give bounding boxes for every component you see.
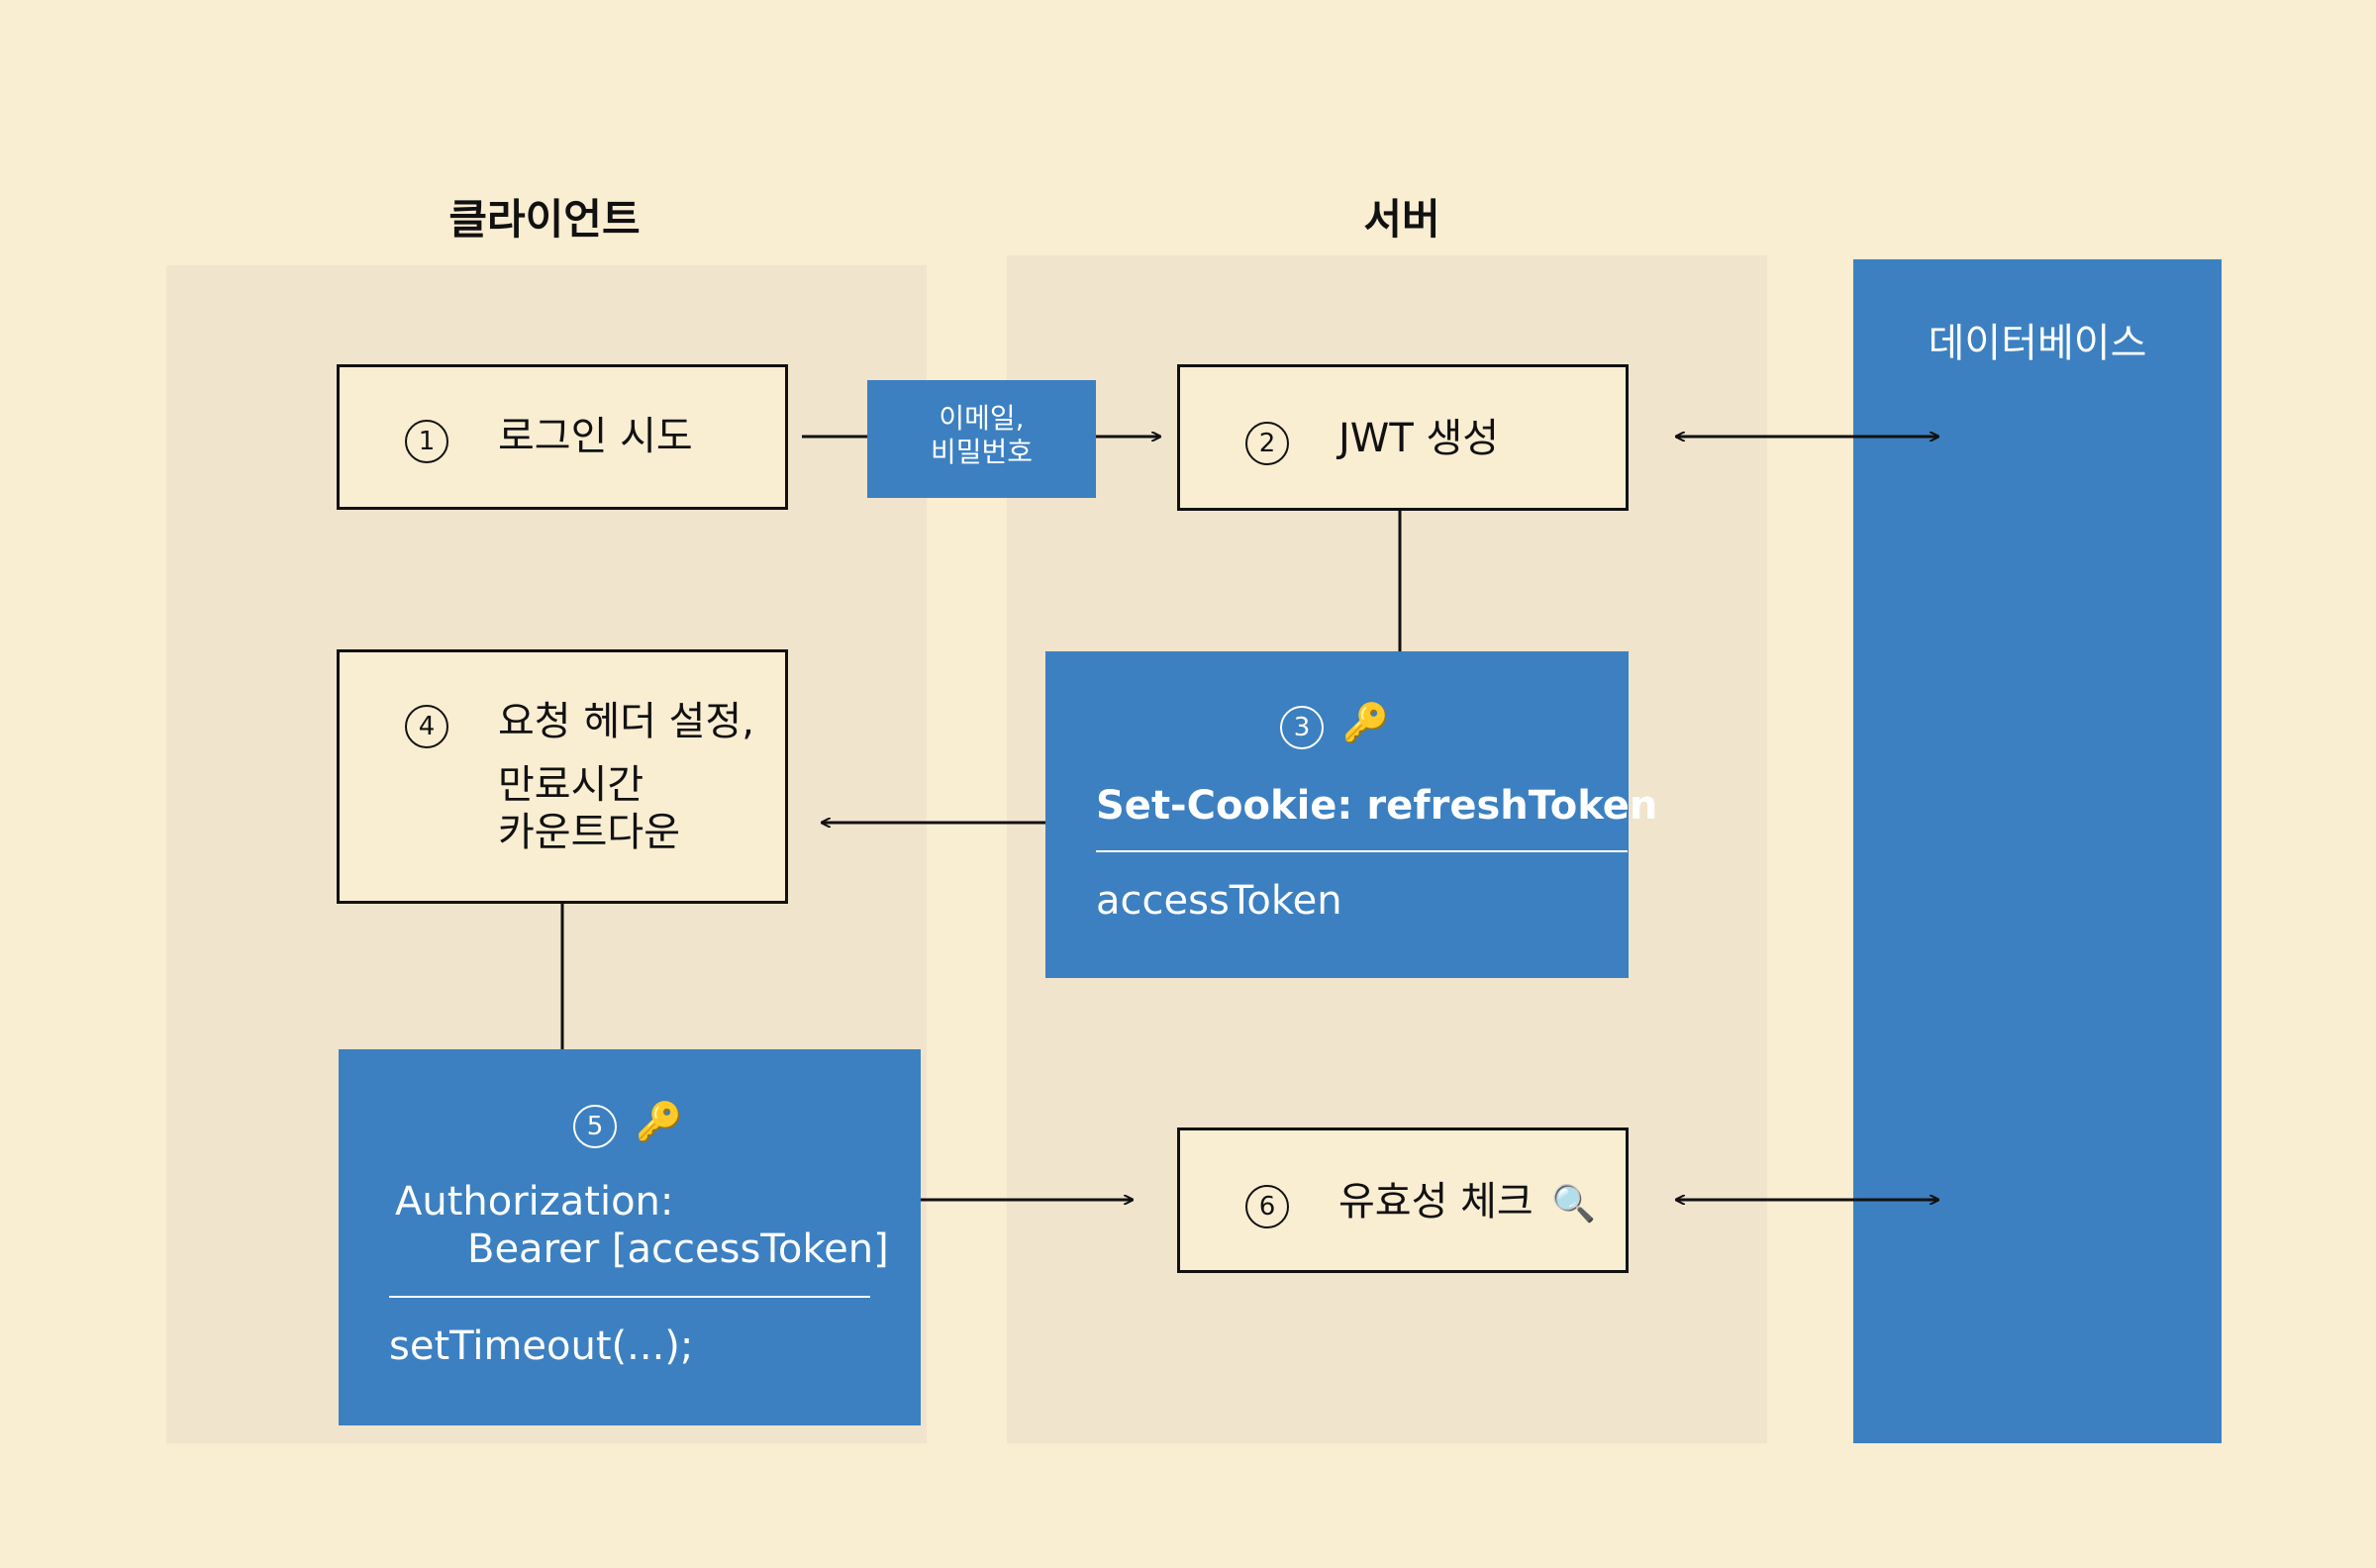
step-3-divider bbox=[1096, 850, 1628, 852]
step-4-set-header: 4 요청 헤더 설정, 만료시간 카운트다운 bbox=[337, 649, 788, 904]
step-2-label: JWT 생성 bbox=[1338, 416, 1500, 461]
step-5-code: setTimeout(...); bbox=[389, 1323, 694, 1369]
step-5-number: 5 bbox=[573, 1105, 617, 1148]
step-2-jwt-create: 2 JWT 생성 bbox=[1177, 364, 1629, 511]
step-2-number: 2 bbox=[1245, 422, 1289, 465]
database-title: 데이터베이스 bbox=[1928, 321, 2147, 366]
client-lane-title: 클라이언트 bbox=[448, 195, 641, 244]
step-5-header-2: Bearer [accessToken] bbox=[467, 1226, 889, 1272]
step-4-number: 4 bbox=[405, 705, 448, 748]
step-1-number: 1 bbox=[405, 420, 448, 463]
key-icon: 🔑 bbox=[636, 1100, 683, 1143]
magnifier-icon: 🔍 bbox=[1551, 1184, 1596, 1225]
step-5-divider bbox=[389, 1296, 870, 1298]
step-5-authorized-request: 5 🔑 Authorization: Bearer [accessToken] … bbox=[339, 1049, 921, 1425]
step-3-access-token: accessToken bbox=[1096, 878, 1342, 924]
step-1-label: 로그인 시도 bbox=[498, 414, 693, 459]
credentials-line-2: 비밀번호 bbox=[930, 436, 1034, 468]
step-6-number: 6 bbox=[1245, 1185, 1289, 1228]
key-icon: 🔑 bbox=[1342, 701, 1390, 744]
step-4-line-2: 만료시간 bbox=[498, 762, 644, 808]
step-5-header-1: Authorization: bbox=[395, 1179, 674, 1225]
credentials-line-1: 이메일, bbox=[939, 402, 1025, 435]
step-3-token-response: 3 🔑 Set-Cookie: refreshToken accessToken bbox=[1045, 651, 1657, 978]
step-6-validity-check: 6 유효성 체크 🔍 bbox=[1177, 1127, 1629, 1273]
credentials-edge-label: 이메일, 비밀번호 bbox=[867, 380, 1096, 498]
server-lane-title: 서버 bbox=[1363, 195, 1440, 244]
step-3-cookie: Set-Cookie: refreshToken bbox=[1096, 783, 1658, 829]
step-4-line-3: 카운트다운 bbox=[498, 810, 680, 855]
step-3-number: 3 bbox=[1280, 706, 1324, 749]
step-4-line-1: 요청 헤더 설정, bbox=[498, 699, 754, 744]
step-6-label: 유효성 체크 bbox=[1338, 1179, 1534, 1225]
step-1-login-attempt: 1 로그인 시도 bbox=[337, 364, 788, 510]
database-column: 데이터베이스 bbox=[1853, 259, 2222, 1443]
